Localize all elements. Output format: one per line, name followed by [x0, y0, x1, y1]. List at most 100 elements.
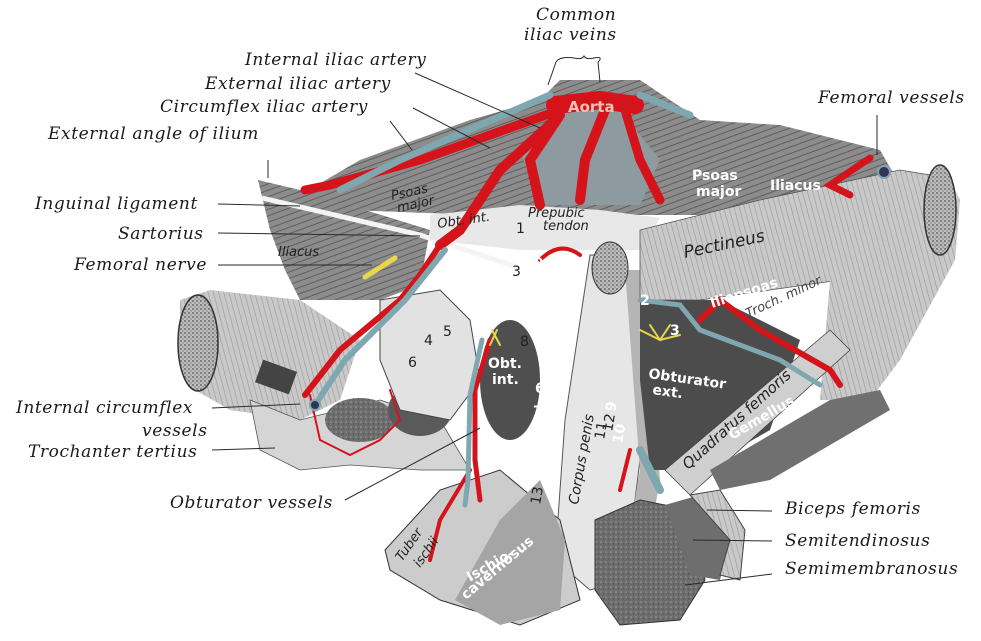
right-external-iliac-artery — [620, 105, 665, 205]
leader-obturator-vessels — [344, 427, 481, 501]
label-semimembranosus: Semimembranosus — [785, 559, 958, 579]
right-common-iliac-vein — [636, 91, 694, 119]
leader-semitendinosus — [692, 539, 773, 542]
number-3-left: 3 — [512, 264, 521, 280]
left-cut-muscle-stub — [254, 359, 298, 395]
label-biceps-femoris: Biceps femoris — [784, 499, 921, 519]
number-8: 8 — [520, 334, 529, 350]
leader-sartorius — [217, 232, 421, 237]
quadratus-femoris-band — [664, 329, 851, 496]
label-sartorius: Sartorius — [118, 224, 204, 244]
number-5: 5 — [443, 324, 452, 340]
prepubic-tendon — [430, 205, 660, 250]
number-3-right: 3 — [670, 323, 680, 339]
label-internal-iliac-artery: Internal iliac artery — [244, 50, 426, 70]
leader-common-iliac-brace — [555, 54, 601, 63]
label-psoas-major-right-1: Psoas — [692, 168, 738, 184]
pudendal-artery-left — [428, 468, 472, 562]
left-femoral-vein — [312, 247, 448, 408]
left-femoral-vein-cut — [309, 399, 321, 411]
label-common-iliac-veins-1: Common — [536, 5, 616, 25]
left-common-iliac-vein — [336, 91, 554, 194]
right-lower-artery — [618, 448, 632, 492]
right-femur-cut-surface — [923, 164, 957, 256]
nerves — [362, 255, 681, 346]
gemellus-muscle — [710, 390, 890, 490]
leader-lines — [211, 54, 878, 586]
left-femur-cut-surface — [177, 294, 219, 392]
label-iliacus-left: Iliacus — [278, 245, 319, 260]
leader-inguinal-ligament — [217, 203, 301, 207]
label-psoas-major-right-2: major — [696, 184, 741, 200]
label-trochanter-tertius: Trochanter tertius — [28, 442, 197, 462]
right-lower-vein — [636, 446, 664, 494]
left-femur — [180, 290, 360, 420]
right-femoral-vessel-cut — [877, 165, 891, 179]
label-external-iliac-artery: External iliac artery — [204, 74, 391, 94]
leader-common-iliac-right — [597, 61, 601, 83]
label-inguinal-ligament: Inguinal ligament — [34, 194, 198, 214]
label-semitendinosus: Semitendinosus — [785, 531, 930, 551]
label-prepubic-tendon-1: Prepubic — [528, 206, 585, 221]
number-12: 12 — [600, 412, 619, 432]
ischiocavernosus-muscle — [455, 480, 565, 625]
leader-trochanter-tertius — [211, 447, 276, 451]
leader-biceps-femoris — [706, 509, 773, 512]
number-13: 13 — [528, 485, 547, 505]
obturator-artery — [472, 337, 493, 503]
leader-semimembranosus — [684, 573, 773, 586]
obturator-vein — [462, 337, 485, 508]
number-7: 7 — [533, 404, 543, 420]
number-6: 6 — [408, 355, 417, 371]
reference-numbers: 1 3 9 9 2 3 4 5 6 8 6 7 9 10 11 12 13 — [408, 221, 680, 506]
arc-artery-1 — [538, 246, 582, 262]
number-4: 4 — [424, 333, 433, 349]
label-obturator-vessels: Obturator vessels — [170, 493, 333, 513]
label-common-iliac-veins-2: iliac veins — [524, 25, 617, 45]
anatomy-body — [177, 80, 960, 626]
number-6-small: 6 — [535, 381, 545, 397]
arteries — [300, 90, 874, 562]
label-internal-circumflex-vessels-1: Internal circumflex — [15, 398, 193, 418]
leader-circumflex-iliac-artery — [389, 120, 413, 151]
number-9-left: 9 — [534, 256, 544, 272]
right-circumflex-vein — [637, 297, 823, 388]
label-femoral-vessels: Femoral vessels — [817, 88, 965, 108]
number-2: 2 — [640, 293, 650, 309]
number-9-right: 9 — [628, 256, 638, 272]
label-prepubic-tendon-2: tendon — [543, 219, 589, 234]
number-10: 10 — [610, 422, 629, 444]
label-obt-int-center-2: int. — [492, 372, 519, 388]
external-labels: Common iliac veins Internal iliac artery… — [15, 5, 965, 579]
label-external-angle-of-ilium: External angle of ilium — [47, 124, 259, 144]
veins — [312, 91, 823, 508]
right-internal-iliac-artery — [575, 105, 610, 205]
label-obt-int-center-1: Obt. — [488, 356, 522, 372]
leader-common-iliac-left — [547, 61, 557, 86]
label-obturator-ext-2: ext. — [651, 382, 683, 402]
right-circumflex-artery — [697, 296, 843, 388]
left-femoral-artery — [302, 242, 443, 398]
leader-internal-iliac-artery — [414, 72, 541, 129]
corpus-cut-surface — [591, 241, 629, 295]
label-circumflex-iliac-artery: Circumflex iliac artery — [160, 97, 368, 117]
leader-external-iliac-artery — [412, 107, 491, 149]
aorta-vessel — [546, 90, 644, 114]
number-1: 1 — [516, 221, 525, 237]
left-iliac-wing — [258, 180, 430, 300]
label-internal-circumflex-vessels-2: vessels — [142, 421, 208, 441]
label-aorta: Aorta — [568, 98, 615, 116]
obturator-nerve-right-2 — [639, 329, 681, 342]
femoral-nerve — [362, 255, 398, 280]
obturator-left-bone — [379, 289, 481, 421]
obturator-internus-center — [480, 320, 540, 440]
left-external-iliac-artery — [435, 115, 560, 250]
number-9-lower: 9 — [603, 400, 620, 412]
label-femoral-nerve: Femoral nerve — [73, 255, 207, 275]
label-iliacus-right: Iliacus — [770, 178, 821, 194]
inguinal-ligament — [261, 195, 521, 271]
left-common-iliac-artery — [300, 105, 565, 195]
number-11: 11 — [592, 420, 611, 440]
right-femoral-artery — [823, 154, 874, 199]
